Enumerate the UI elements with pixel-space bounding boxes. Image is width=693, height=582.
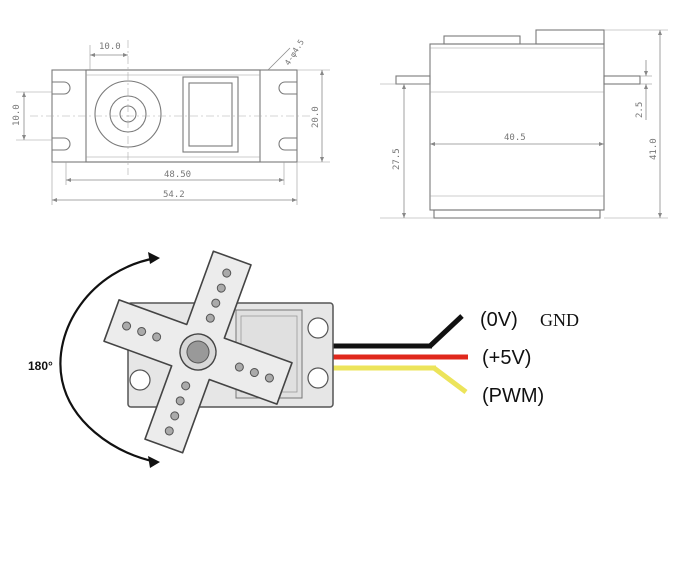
dim-41-0: 41.0 [649,138,659,160]
mounting-hole [129,369,151,391]
rotation-label: 180° [28,359,53,373]
side-view-body [429,43,605,211]
dim-hole-spec: 4-φ4.5 [283,38,306,67]
arrow-up-icon [148,252,160,264]
top-view-window-outer [182,76,239,153]
arrow-down-icon [148,456,160,468]
dim-48-50: 48.50 [164,170,191,180]
dim-54-2: 54.2 [163,190,185,200]
servo-horn [103,250,293,454]
side-view-spline [443,35,521,45]
dim-10-left: 10.0 [12,104,22,126]
side-view-flange-left [395,75,431,85]
servo-illustration: 180° [28,250,579,468]
label-pwm: (PWM) [482,385,544,407]
top-view-slot-br [278,137,297,151]
label-gnd-prefix: (0V) [480,309,518,331]
dim-2-5: 2.5 [635,102,645,118]
label-gnd-suffix: GND [540,310,579,330]
mounting-hole [307,317,329,339]
label-vcc: (+5V) [482,347,531,369]
wire-pwm-bend [432,366,468,394]
side-view-foot [433,209,601,219]
dim-20: 20.0 [311,106,321,128]
top-view-drawing: 10.0 4-φ4.5 10.0 20.0 48.50 54.2 [12,38,330,205]
top-view-window-inner [188,82,233,147]
top-view-slot-tl [52,81,71,95]
wire-gnd-bend [428,314,464,348]
side-view-flange-right [603,75,641,85]
top-view-slot-bl [52,137,71,151]
dim-27-5: 27.5 [392,148,402,170]
dim-10-top: 10.0 [99,42,121,52]
dim-40-5: 40.5 [504,133,526,143]
rotation-arc [59,256,157,464]
top-view-slot-tr [278,81,297,95]
mounting-hole [307,367,329,389]
side-view-cap [535,29,605,45]
side-view-drawing: 40.5 27.5 2.5 41.0 [380,29,668,219]
